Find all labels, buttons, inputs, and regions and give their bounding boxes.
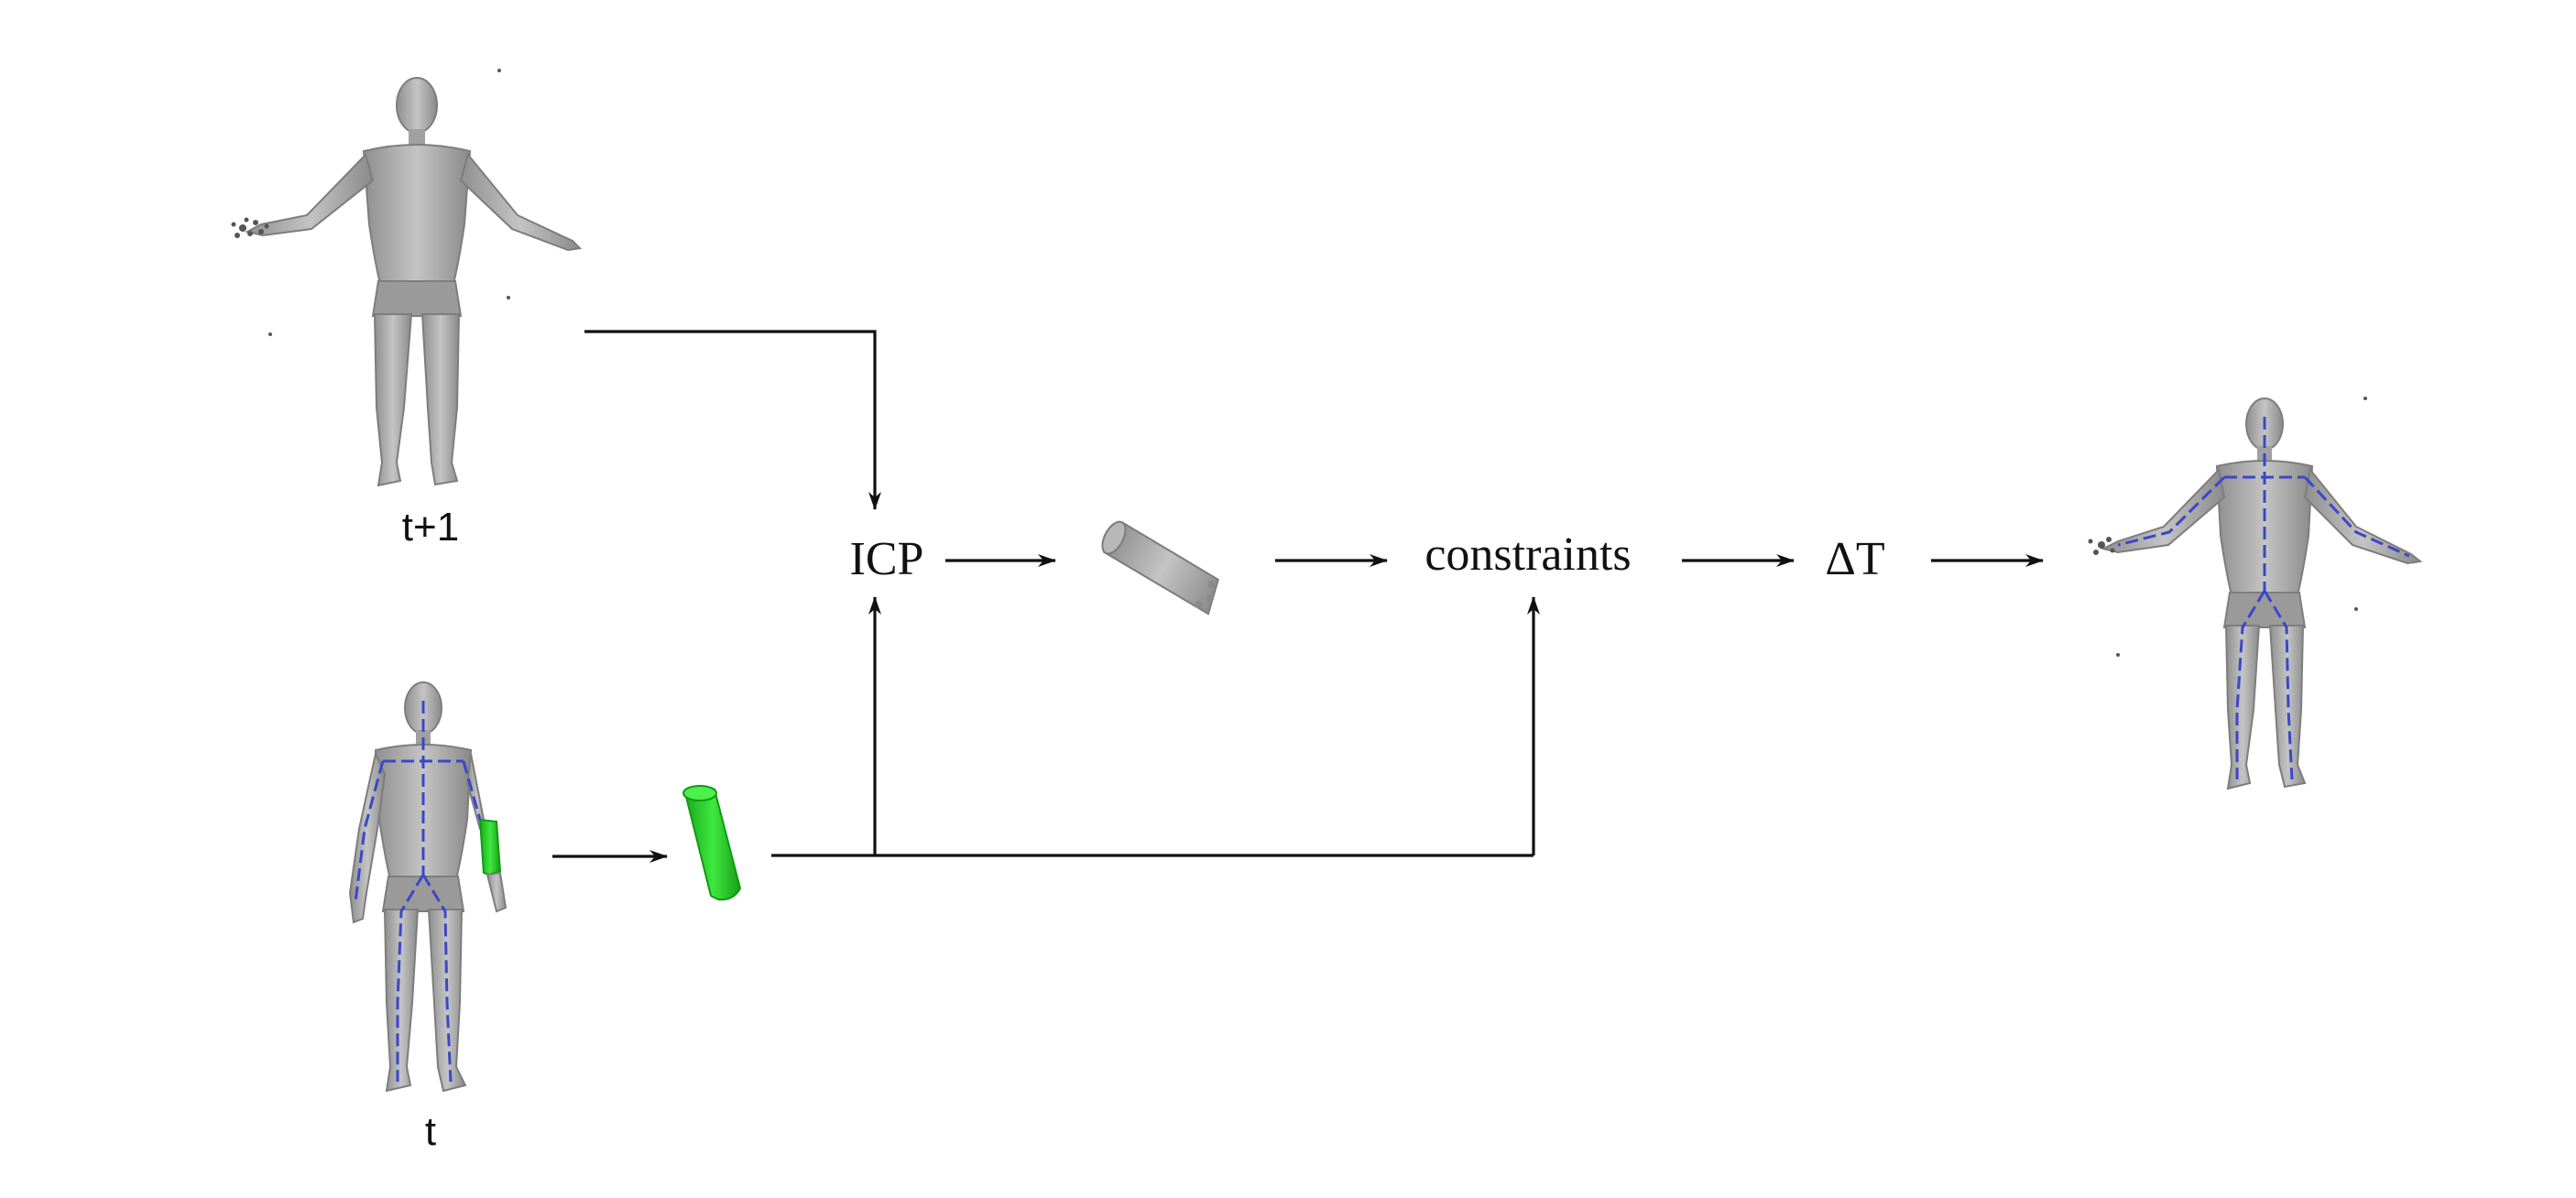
icp-label: ICP [850, 533, 924, 585]
human-mesh-result [2088, 397, 2423, 790]
human-mesh-t [348, 681, 508, 1093]
gray-segment-icon [1101, 520, 1219, 615]
human-mesh-t-plus-1 [231, 69, 583, 487]
delta-t-label: ΔT [1825, 533, 1884, 585]
constraints-label: constraints [1424, 528, 1631, 581]
label-t: t [425, 1109, 436, 1154]
green-segment-icon [682, 785, 742, 901]
label-t-plus-1: t+1 [402, 505, 459, 550]
arrow-mesh-next-to-icp [584, 330, 881, 510]
